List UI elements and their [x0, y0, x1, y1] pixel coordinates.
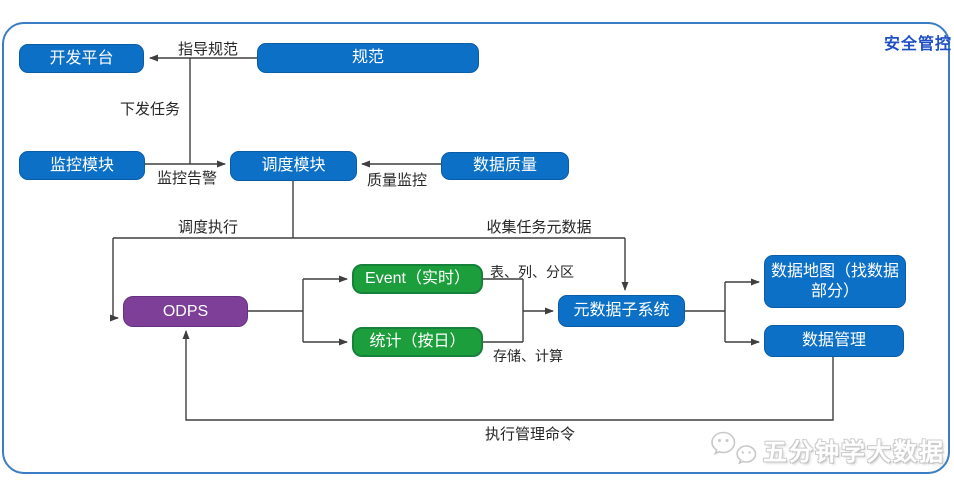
node-data-mgmt: 数据管理	[764, 325, 904, 357]
edge-label-storage-compute: 存储、计算	[493, 348, 563, 364]
node-stats-daily: 统计（按日）	[352, 327, 483, 357]
edge-label-monitor-alert: 监控告警	[156, 170, 217, 187]
node-monitor-module: 监控模块	[19, 151, 145, 180]
watermark: 五分钟学大数据	[710, 429, 945, 469]
node-metadata-subsystem: 元数据子系统	[558, 295, 685, 327]
edge-label-schedule-exec: 调度执行	[177, 219, 238, 236]
node-odps: ODPS	[123, 296, 248, 327]
edge-label-quality-monitor: 质量监控	[366, 172, 427, 189]
node-data-map: 数据地图（找数据部分）	[764, 255, 906, 308]
node-spec: 规范	[257, 43, 479, 73]
node-data-quality: 数据质量	[441, 152, 569, 180]
edge-label-guide-spec: 指导规范	[177, 41, 238, 58]
node-dev-platform: 开发平台	[19, 44, 144, 73]
wechat-icon	[711, 431, 757, 465]
watermark-text: 五分钟学大数据	[763, 438, 945, 466]
edge-label-exec-mgmt-cmd: 执行管理命令	[484, 426, 575, 443]
security-control-label: 安全管控	[883, 36, 952, 53]
edge-label-collect-task-meta: 收集任务元数据	[486, 219, 592, 236]
edge-label-dispatch-task: 下发任务	[119, 101, 180, 118]
node-scheduler-module: 调度模块	[230, 151, 357, 181]
node-event-realtime: Event（实时）	[352, 264, 483, 294]
edge-label-table-column-partition: 表、列、分区	[490, 264, 574, 280]
diagram-border-frame	[2, 22, 950, 474]
